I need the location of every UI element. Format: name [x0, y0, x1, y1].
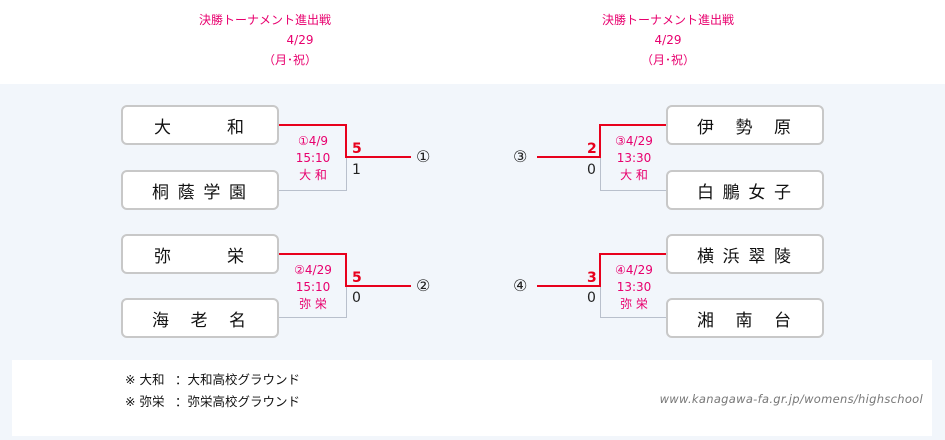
loser-line	[600, 287, 601, 318]
left-header-title: 決勝トーナメント進出戦	[198, 13, 331, 27]
team-char: 伊	[697, 117, 716, 138]
winner-line	[600, 253, 666, 255]
winner-line	[599, 253, 601, 286]
winner-line	[537, 285, 601, 287]
right-header-date: 4/29	[654, 33, 682, 47]
match-info-line: ④4/29	[615, 263, 653, 277]
score-loser: 0	[352, 290, 361, 306]
team-char: 南	[735, 310, 755, 331]
match-info-line: ③4/29	[615, 134, 653, 148]
team-box-match4-top: 横 浜 翠 陵	[666, 234, 824, 274]
venue-note-mark: ※ 大和	[125, 372, 165, 387]
team-box-match2-bottom: 海 老 名	[121, 298, 279, 338]
slot-marker: ④	[513, 276, 528, 295]
left-header-date: 4/29	[286, 33, 314, 47]
team-char: 和	[227, 117, 246, 138]
team-char: 翠	[748, 246, 768, 267]
team-box-match1-bottom: 桐 蔭 学 園	[121, 170, 279, 210]
team-char: 学	[203, 182, 223, 203]
match-info: ④4/29 13:30 弥 栄	[602, 262, 666, 313]
match-info-line: 15:10	[295, 280, 331, 294]
site-url: www.kanagawa-fa.gr.jp/womens/highschool	[659, 392, 923, 406]
team-char: 栄	[227, 246, 246, 267]
match-info: ①4/9 15:10 大 和	[281, 133, 345, 184]
right-header: 決勝トーナメント進出戦 4/29 （月･祝）	[598, 10, 738, 70]
score-winner: 5	[352, 141, 362, 157]
right-header-day: （月･祝）	[640, 53, 695, 67]
winner-line	[345, 124, 347, 157]
team-char: 弥	[154, 246, 173, 267]
winner-line	[599, 124, 601, 157]
team-char: 白	[697, 182, 716, 203]
score-winner: 5	[352, 270, 362, 286]
loser-line	[279, 317, 347, 318]
score-loser: 1	[352, 162, 361, 178]
score-loser: 0	[587, 162, 596, 178]
winner-line	[345, 156, 411, 158]
team-char: 桐	[152, 182, 171, 203]
match-info-line: 弥 栄	[299, 297, 327, 311]
team-char: 横	[697, 246, 716, 267]
team-char: 大	[154, 117, 173, 138]
winner-line	[345, 253, 347, 286]
winner-line	[279, 124, 346, 126]
team-char: 老	[190, 310, 210, 331]
team-char: 鵬	[722, 182, 742, 203]
loser-line	[279, 190, 347, 191]
match-info-line: 大 和	[299, 168, 327, 182]
match-info-line: 13:30	[616, 151, 652, 165]
match-info-line: ②4/29	[294, 263, 332, 277]
score-winner: 3	[587, 270, 597, 286]
match-info-line: 13:30	[616, 280, 652, 294]
team-box-match3-bottom: 白 鵬 女 子	[666, 170, 824, 210]
match-info-line: ①4/9	[297, 134, 329, 148]
match-info-line: 大 和	[620, 168, 648, 182]
team-char: 園	[228, 182, 248, 203]
team-char: 勢	[735, 117, 755, 138]
venue-notes: ※ 大和 ：大和高校グラウンド ※ 弥栄 ：弥栄高校グラウンド	[125, 369, 300, 413]
winner-line	[600, 124, 666, 126]
team-box-match1-top: 大 和	[121, 105, 279, 145]
match-info-line: 弥 栄	[620, 297, 648, 311]
venue-note: ※ 弥栄 ：弥栄高校グラウンド	[125, 391, 300, 413]
team-char: 海	[152, 310, 171, 331]
score-winner: 2	[587, 141, 597, 157]
venue-note-desc: ：大和高校グラウンド	[175, 372, 301, 387]
team-char: 浜	[722, 246, 742, 267]
loser-line	[600, 317, 666, 318]
slot-marker: ②	[416, 276, 431, 295]
loser-line	[346, 158, 347, 191]
team-char: 蔭	[177, 182, 197, 203]
venue-note-desc: ：弥栄高校グラウンド	[175, 394, 301, 409]
right-header-title: 決勝トーナメント進出戦	[601, 13, 734, 27]
left-header-day: （月･祝）	[262, 53, 317, 67]
left-header: 決勝トーナメント進出戦 4/29 （月･祝）	[195, 10, 335, 70]
winner-line	[345, 285, 411, 287]
venue-note: ※ 大和 ：大和高校グラウンド	[125, 369, 300, 391]
loser-line	[346, 287, 347, 318]
team-char: 陵	[773, 246, 793, 267]
team-box-match2-top: 弥 栄	[121, 234, 279, 274]
team-char: 原	[774, 117, 793, 138]
team-box-match3-top: 伊 勢 原	[666, 105, 824, 145]
match-info-line: 15:10	[295, 151, 331, 165]
loser-line	[600, 190, 666, 191]
venue-note-mark: ※ 弥栄	[125, 394, 165, 409]
slot-marker: ①	[416, 147, 431, 166]
winner-line	[537, 156, 601, 158]
team-char: 名	[229, 310, 248, 331]
team-char: 女	[748, 182, 768, 203]
team-char: 子	[773, 182, 793, 203]
team-char: 台	[774, 310, 793, 331]
team-char: 湘	[697, 310, 716, 331]
winner-line	[279, 253, 346, 255]
loser-line	[600, 158, 601, 191]
match-info: ③4/29 13:30 大 和	[602, 133, 666, 184]
slot-marker: ③	[513, 147, 528, 166]
notes-panel	[12, 360, 932, 436]
score-loser: 0	[587, 290, 596, 306]
match-info: ②4/29 15:10 弥 栄	[281, 262, 345, 313]
team-box-match4-bottom: 湘 南 台	[666, 298, 824, 338]
